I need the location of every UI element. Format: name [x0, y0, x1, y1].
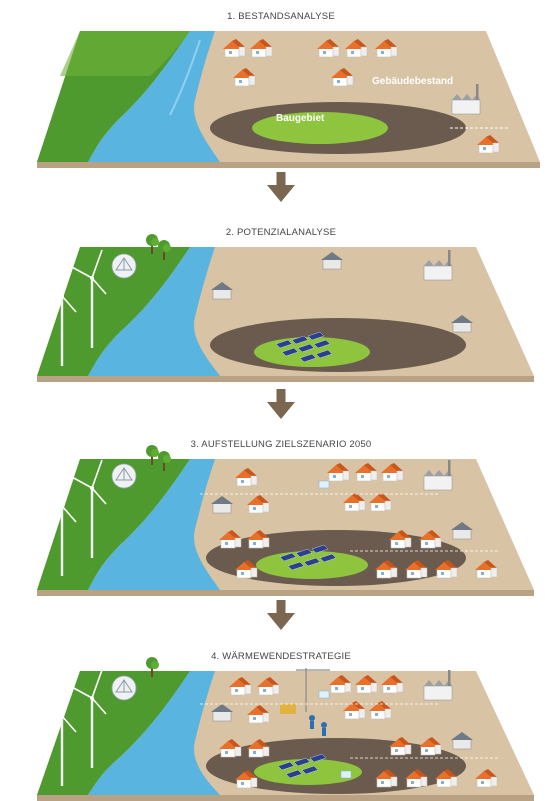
step-4-meadow [37, 671, 190, 795]
step-4-title: 4. WÄRMEWENDESTRATEGIE [211, 651, 351, 662]
step-1-river [88, 31, 220, 162]
step-3-meadow [37, 459, 190, 590]
step-4-river [88, 671, 220, 795]
arrow-2-to-3 [267, 389, 295, 419]
step-4-panel: 4. WÄRMEWENDESTRATEGIE [37, 651, 534, 801]
step-2-river [88, 247, 220, 376]
step-1-title: 1. BESTANDSANALYSE [227, 11, 335, 22]
step-2-meadow [37, 247, 190, 376]
step-1-baugebiet [252, 112, 388, 144]
arrow-3-to-4 [267, 600, 295, 630]
step-1-panel: 1. BESTANDSANALYSE Baugebiet Gebäudebest… [37, 11, 540, 168]
step-3-title: 3. AUFSTELLUNG ZIELSZENARIO 2050 [191, 439, 372, 450]
label-gebaeudebestand: Gebäudebestand [372, 76, 453, 87]
label-baugebiet: Baugebiet [276, 113, 325, 124]
construction-crane [280, 668, 330, 736]
arrow-1-to-2 [267, 172, 295, 202]
step-3-panel: 3. AUFSTELLUNG ZIELSZENARIO 2050 [37, 439, 534, 596]
step-2-panel: 2. POTENZIALANALYSE [37, 227, 534, 382]
step-2-title: 2. POTENZIALANALYSE [226, 227, 336, 238]
step-3-river [88, 459, 220, 590]
